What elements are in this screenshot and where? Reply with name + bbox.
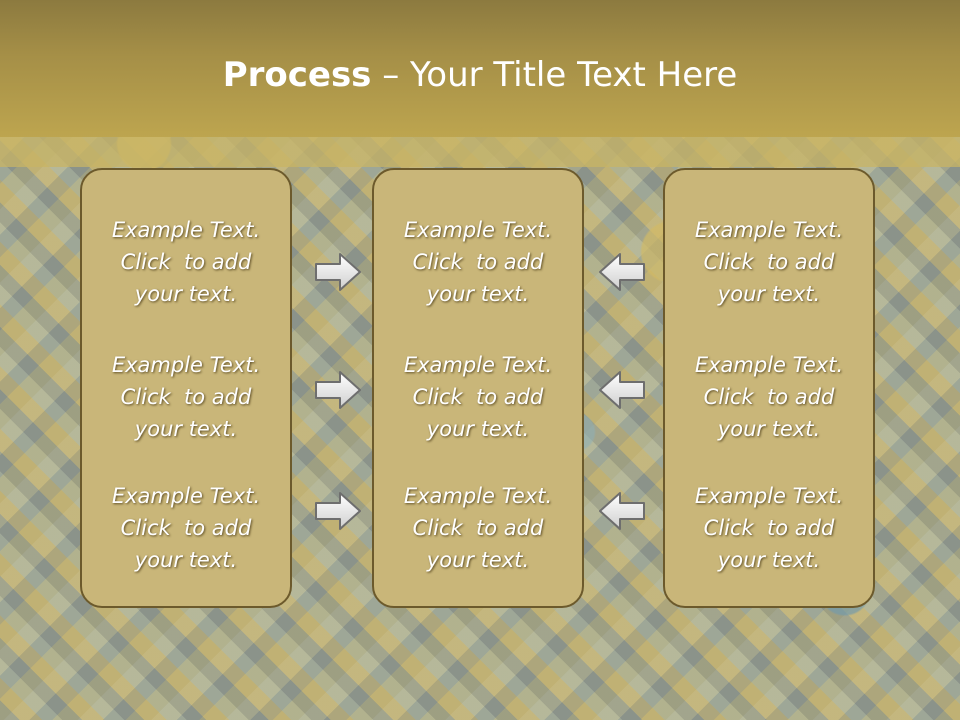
text-block[interactable]: Example Text. Click to add your text. <box>82 349 290 445</box>
text-line: Click to add <box>412 385 544 409</box>
text-block[interactable]: Example Text. Click to add your text. <box>665 349 873 445</box>
text-block[interactable]: Example Text. Click to add your text. <box>82 480 290 576</box>
process-box-left[interactable]: Example Text. Click to add your text. Ex… <box>80 168 292 608</box>
text-block[interactable]: Example Text. Click to add your text. <box>374 349 582 445</box>
text-line: Click to add <box>703 385 835 409</box>
text-block[interactable]: Example Text. Click to add your text. <box>665 214 873 310</box>
text-line: Example Text. <box>403 218 553 242</box>
arrow-right-icon <box>315 371 361 409</box>
process-box-center[interactable]: Example Text. Click to add your text. Ex… <box>372 168 584 608</box>
text-line: your text. <box>426 548 530 572</box>
text-block[interactable]: Example Text. Click to add your text. <box>374 214 582 310</box>
title-band <box>0 0 960 137</box>
text-line: Click to add <box>120 516 252 540</box>
text-line: Click to add <box>120 385 252 409</box>
text-block[interactable]: Example Text. Click to add your text. <box>374 480 582 576</box>
text-line: your text. <box>134 282 238 306</box>
text-line: your text. <box>426 282 530 306</box>
title-bold: Process <box>222 55 372 95</box>
text-line: Click to add <box>120 250 252 274</box>
arrow-left-icon <box>599 371 645 409</box>
process-box-right[interactable]: Example Text. Click to add your text. Ex… <box>663 168 875 608</box>
text-line: your text. <box>717 417 821 441</box>
text-line: Example Text. <box>111 484 261 508</box>
arrow-right-icon <box>315 253 361 291</box>
text-line: Example Text. <box>403 484 553 508</box>
text-line: Click to add <box>703 516 835 540</box>
text-block[interactable]: Example Text. Click to add your text. <box>665 480 873 576</box>
text-line: Click to add <box>412 516 544 540</box>
text-block[interactable]: Example Text. Click to add your text. <box>82 214 290 310</box>
title-rest: – Your Title Text Here <box>371 55 738 95</box>
title-band-fade <box>0 137 960 167</box>
text-line: Example Text. <box>694 484 844 508</box>
text-line: Example Text. <box>694 218 844 242</box>
text-line: Example Text. <box>694 353 844 377</box>
text-line: Example Text. <box>403 353 553 377</box>
text-line: Click to add <box>703 250 835 274</box>
text-line: your text. <box>134 417 238 441</box>
arrow-left-icon <box>599 253 645 291</box>
text-line: Click to add <box>412 250 544 274</box>
text-line: your text. <box>717 282 821 306</box>
text-line: your text. <box>134 548 238 572</box>
text-line: Example Text. <box>111 218 261 242</box>
slide-title[interactable]: Process – Your Title Text Here <box>0 52 960 98</box>
text-line: your text. <box>426 417 530 441</box>
text-line: Example Text. <box>111 353 261 377</box>
text-line: your text. <box>717 548 821 572</box>
arrow-left-icon <box>599 492 645 530</box>
arrow-right-icon <box>315 492 361 530</box>
